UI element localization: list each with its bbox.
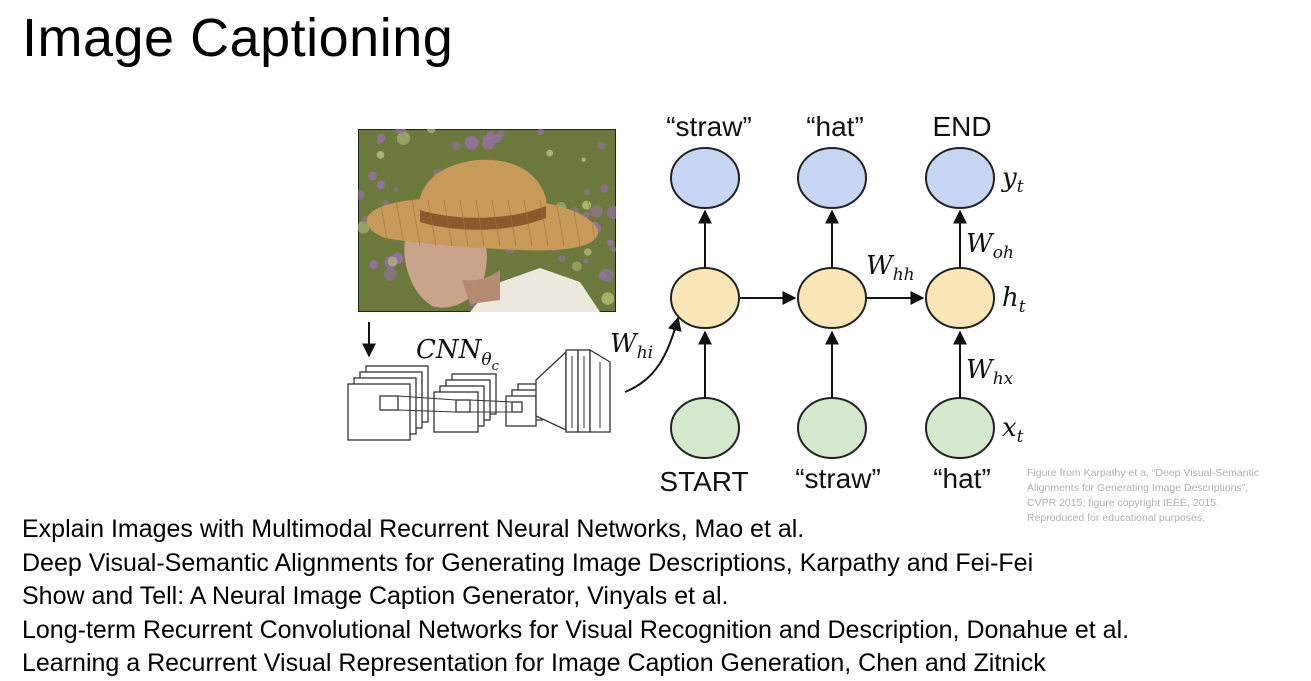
weave-line	[459, 199, 469, 247]
reference-item: Learning a Recurrent Visual Representati…	[22, 649, 1046, 677]
hidden-node-1	[670, 267, 740, 329]
row-label-x: xt	[1002, 413, 1024, 447]
flower-spot	[393, 186, 399, 192]
weight-hi-label: Whi	[610, 329, 653, 363]
flower-spot	[395, 129, 406, 135]
weave-line	[555, 199, 565, 247]
flower-spot	[607, 206, 616, 219]
flower-spot	[376, 138, 383, 145]
weave-line	[379, 199, 389, 247]
output-word-3: END	[932, 111, 991, 142]
weave-line	[395, 199, 405, 247]
straw-hat-man-photo	[358, 129, 616, 312]
weave-line	[507, 199, 517, 247]
reference-list: Explain Images with Multimodal Recurrent…	[22, 513, 1129, 681]
input-word-3: “hat”	[933, 463, 991, 494]
flower-spot	[584, 248, 592, 256]
flower-spot	[546, 149, 554, 157]
output-node-3	[925, 147, 995, 209]
flower-spot	[387, 256, 398, 267]
flower-spot	[537, 129, 544, 135]
flower-spot	[396, 131, 411, 145]
input-nodes	[670, 397, 995, 459]
flower-spot	[464, 135, 479, 150]
photo-neck	[462, 270, 500, 304]
flower-spot	[581, 157, 586, 162]
hidden-node-3	[925, 267, 995, 329]
cnn-layer-stack-1	[347, 365, 429, 441]
output-word-1: “straw”	[666, 111, 752, 142]
weave-line	[523, 199, 533, 247]
figure-credit: Figure from Karpathy et a, “Deep Visual-…	[1027, 467, 1260, 524]
flower-spot	[583, 258, 588, 264]
hat-crown	[417, 159, 547, 229]
weight-hx-label: Whx	[966, 355, 1014, 389]
output-nodes	[670, 147, 995, 209]
weave-line	[587, 199, 597, 247]
rnn-connections	[698, 209, 967, 398]
reference-item: Long-term Recurrent Convolutional Networ…	[22, 615, 1130, 644]
cnn-label: CNNθc	[416, 335, 500, 374]
reference-item: Show and Tell: A Neural Image Caption Ge…	[22, 582, 729, 610]
cnn-sketch: CNNθc	[347, 322, 611, 441]
photo-shoulder	[470, 268, 600, 312]
flower-spot	[607, 239, 614, 247]
flower-spot	[369, 260, 378, 270]
weave-line	[475, 199, 485, 247]
flower-spot	[382, 200, 389, 207]
flower-spot	[451, 141, 461, 151]
output-node-1	[670, 147, 740, 209]
row-label-h: ht	[1002, 283, 1026, 317]
input-word-1: START	[659, 466, 748, 497]
flower-spot	[426, 129, 436, 134]
cnn-fully-connected	[535, 348, 611, 433]
flower-spot	[590, 205, 603, 218]
reference-item: Explain Images with Multimodal Recurrent…	[22, 515, 805, 543]
flower-spot	[610, 246, 616, 253]
flower-spot	[600, 268, 614, 282]
flower-spot	[597, 141, 606, 150]
flower-spot	[601, 292, 615, 305]
input-node-3	[925, 397, 995, 459]
cnn-layer-stack-2	[433, 373, 497, 433]
weave-line	[571, 199, 581, 247]
cnn-to-hidden-arrow	[624, 316, 682, 393]
flower-spot	[358, 189, 365, 200]
hat-weave	[379, 199, 597, 247]
flower-spot	[572, 261, 582, 272]
flower-spot	[383, 267, 397, 281]
flower-spot	[486, 131, 495, 140]
flower-spot	[600, 184, 609, 193]
weight-hh-label: Whh	[866, 251, 915, 285]
flower-spot	[558, 255, 566, 262]
reference-item: Deep Visual-Semantic Alignments for Gene…	[22, 548, 1034, 577]
weave-line	[411, 199, 421, 247]
flower-spot	[376, 151, 385, 159]
flower-spot	[358, 221, 370, 234]
hat-band	[420, 206, 546, 230]
input-node-2	[797, 397, 867, 459]
weave-line	[427, 199, 437, 247]
flower-spot	[584, 188, 591, 196]
input-node-1	[670, 397, 740, 459]
hidden-node-2	[797, 267, 867, 329]
hidden-nodes	[670, 267, 995, 329]
output-word-2: “hat”	[806, 111, 864, 142]
flower-spot	[368, 171, 378, 181]
weave-line	[539, 199, 549, 247]
cnn-projection-lines	[397, 395, 513, 413]
row-label-y: yt	[1001, 163, 1024, 197]
flower-spot	[376, 180, 385, 190]
weave-line	[443, 199, 453, 247]
weight-oh-label: Woh	[966, 229, 1014, 263]
output-node-2	[797, 147, 867, 209]
slide-title: Image Captioning	[22, 8, 454, 68]
flower-spot	[493, 134, 502, 143]
weave-line	[491, 199, 501, 247]
input-word-2: “straw”	[795, 463, 881, 494]
